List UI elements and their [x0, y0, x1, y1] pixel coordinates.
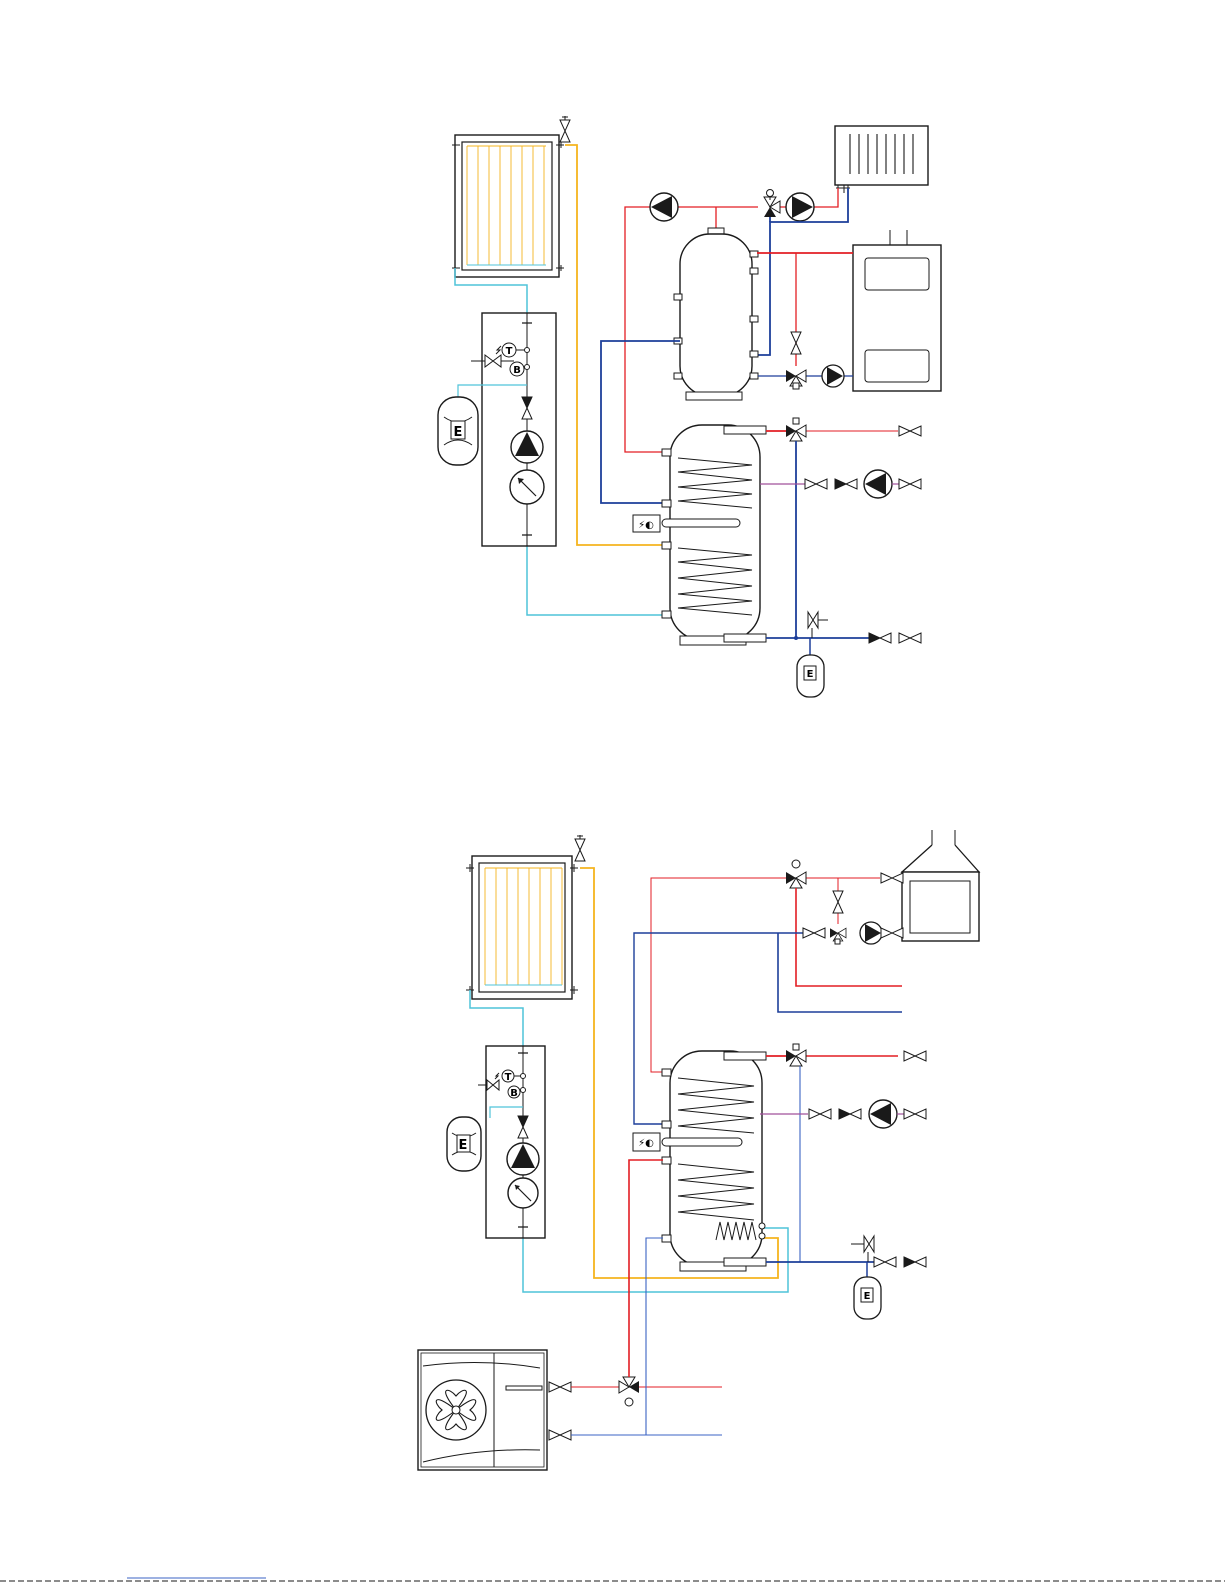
electric-heater-label: ⚡◐ [638, 520, 654, 531]
circulation-inlet-valve-icon [899, 479, 921, 489]
mixing-valve-icon [786, 1050, 806, 1066]
schematic-bottom: T B E [418, 830, 979, 1470]
flow-meter-icon [510, 470, 544, 504]
cold-water-check-valve-icon [869, 633, 891, 643]
buffer-to-dhw-supply-line [625, 207, 663, 452]
boiler-pump-icon [822, 365, 844, 387]
solar-station: T B [478, 1046, 545, 1238]
air-vent-icon [575, 839, 585, 861]
mixing-valve-icon [786, 425, 806, 441]
solar-collector-icon [466, 856, 578, 999]
buffer-tank-icon [674, 228, 758, 400]
circulation-check-valve-icon [835, 479, 857, 489]
fireplace-supply-line [651, 878, 786, 1072]
hot-water-valve-icon [899, 426, 921, 436]
circulation-inlet-valve-icon [904, 1109, 926, 1119]
fireplace-return-valve-icon [803, 928, 825, 938]
dhw-expansion-vessel-icon: E [797, 655, 824, 697]
dhw-tank-icon [662, 425, 766, 645]
expansion-vessel-icon: E [447, 1117, 481, 1171]
manometer-label: B [513, 365, 521, 376]
manometer-label: B [510, 1088, 518, 1099]
solar-supply-line [565, 145, 662, 545]
circulation-check-valve-icon [839, 1109, 861, 1119]
heat-pump-three-way-valve-icon [619, 1377, 639, 1393]
solar-pump-icon [507, 1143, 539, 1175]
expansion-vessel-icon: E [438, 397, 478, 465]
three-way-valve-icon [764, 197, 780, 217]
electric-heater-icon: ⚡◐ [633, 1133, 660, 1151]
fireplace-icon [902, 830, 979, 941]
air-vent-icon [560, 120, 570, 142]
solar-collector-icon [452, 135, 564, 277]
solar-pump-icon [511, 431, 543, 463]
radiator-pump-icon [786, 193, 814, 221]
dhw-expansion-vessel-icon: E [854, 1277, 881, 1319]
dhw-tank-icon [662, 1051, 766, 1271]
expansion-vessel-label: E [454, 425, 463, 440]
circulation-valve-icon [805, 479, 827, 489]
cold-water-valve-icon [899, 633, 921, 643]
buffer-to-dhw-return-line [601, 341, 680, 503]
schematic-top: T B E [438, 116, 941, 697]
dhw-expansion-vessel-label: E [807, 669, 814, 680]
fireplace-valve-icon [881, 873, 903, 883]
heat-pump-supply-valve-icon [549, 1382, 571, 1392]
expansion-vessel-label: E [459, 1138, 468, 1153]
bypass-valve-icon [791, 332, 801, 354]
cold-water-check-valve-icon [904, 1257, 926, 1267]
cold-water-valve-icon [874, 1257, 896, 1267]
heating-pump-icon [650, 193, 678, 221]
fireplace-pump-icon [860, 922, 882, 944]
dhw-safety-valve-icon [851, 1236, 874, 1262]
circulation-valve-icon [809, 1109, 831, 1119]
fireplace-inlet-valve-icon [881, 928, 903, 938]
thermometer-label: T [505, 1072, 512, 1083]
bypass-valve-icon [833, 891, 843, 913]
heat-pump-return-valve-icon [549, 1430, 571, 1440]
flow-meter-icon [508, 1178, 538, 1208]
fireplace-three-way-valve-icon [786, 872, 806, 888]
dhw-expansion-vessel-label: E [864, 1291, 871, 1302]
circulation-pump-icon [869, 1100, 897, 1128]
thermometer-label: T [506, 346, 513, 357]
circulation-pump-icon [864, 470, 892, 498]
radiator-icon [835, 126, 928, 193]
electric-heater-label: ⚡◐ [638, 1138, 654, 1149]
dhw-safety-valve-icon [808, 612, 828, 638]
electric-heater-icon: ⚡◐ [633, 515, 660, 532]
hot-water-valve-icon [904, 1051, 926, 1061]
heat-pump-icon [418, 1350, 547, 1470]
boiler-icon [853, 230, 941, 391]
